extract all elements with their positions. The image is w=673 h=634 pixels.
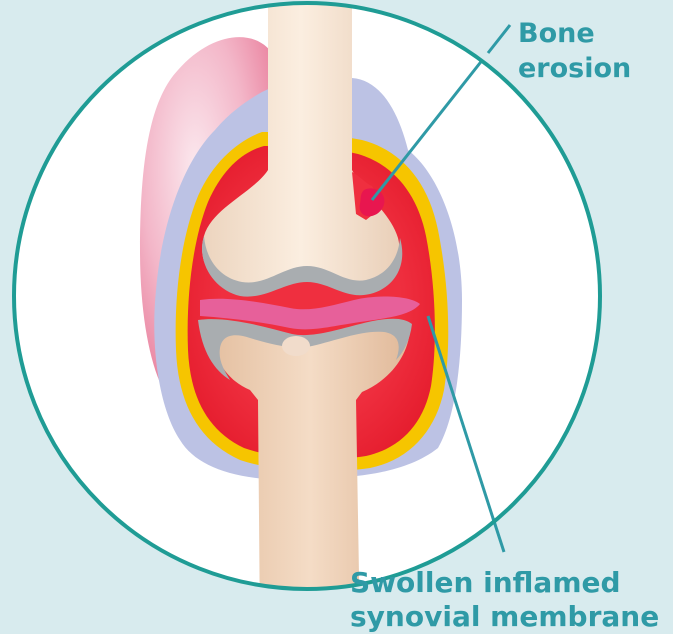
synovial-membrane-label: Swollen inflamed synovial membrane — [350, 566, 659, 634]
bone-tubercle — [282, 336, 310, 356]
bone-erosion-pointer-outer — [488, 25, 510, 53]
synovial-membrane-label-line1: Swollen inflamed — [350, 566, 659, 600]
bone-erosion-label-line1: Bone — [518, 16, 631, 51]
bone-erosion-label-line2: erosion — [518, 51, 631, 86]
bone-erosion-label: Bone erosion — [518, 16, 631, 86]
synovial-membrane-label-line2: synovial membrane — [350, 600, 659, 634]
